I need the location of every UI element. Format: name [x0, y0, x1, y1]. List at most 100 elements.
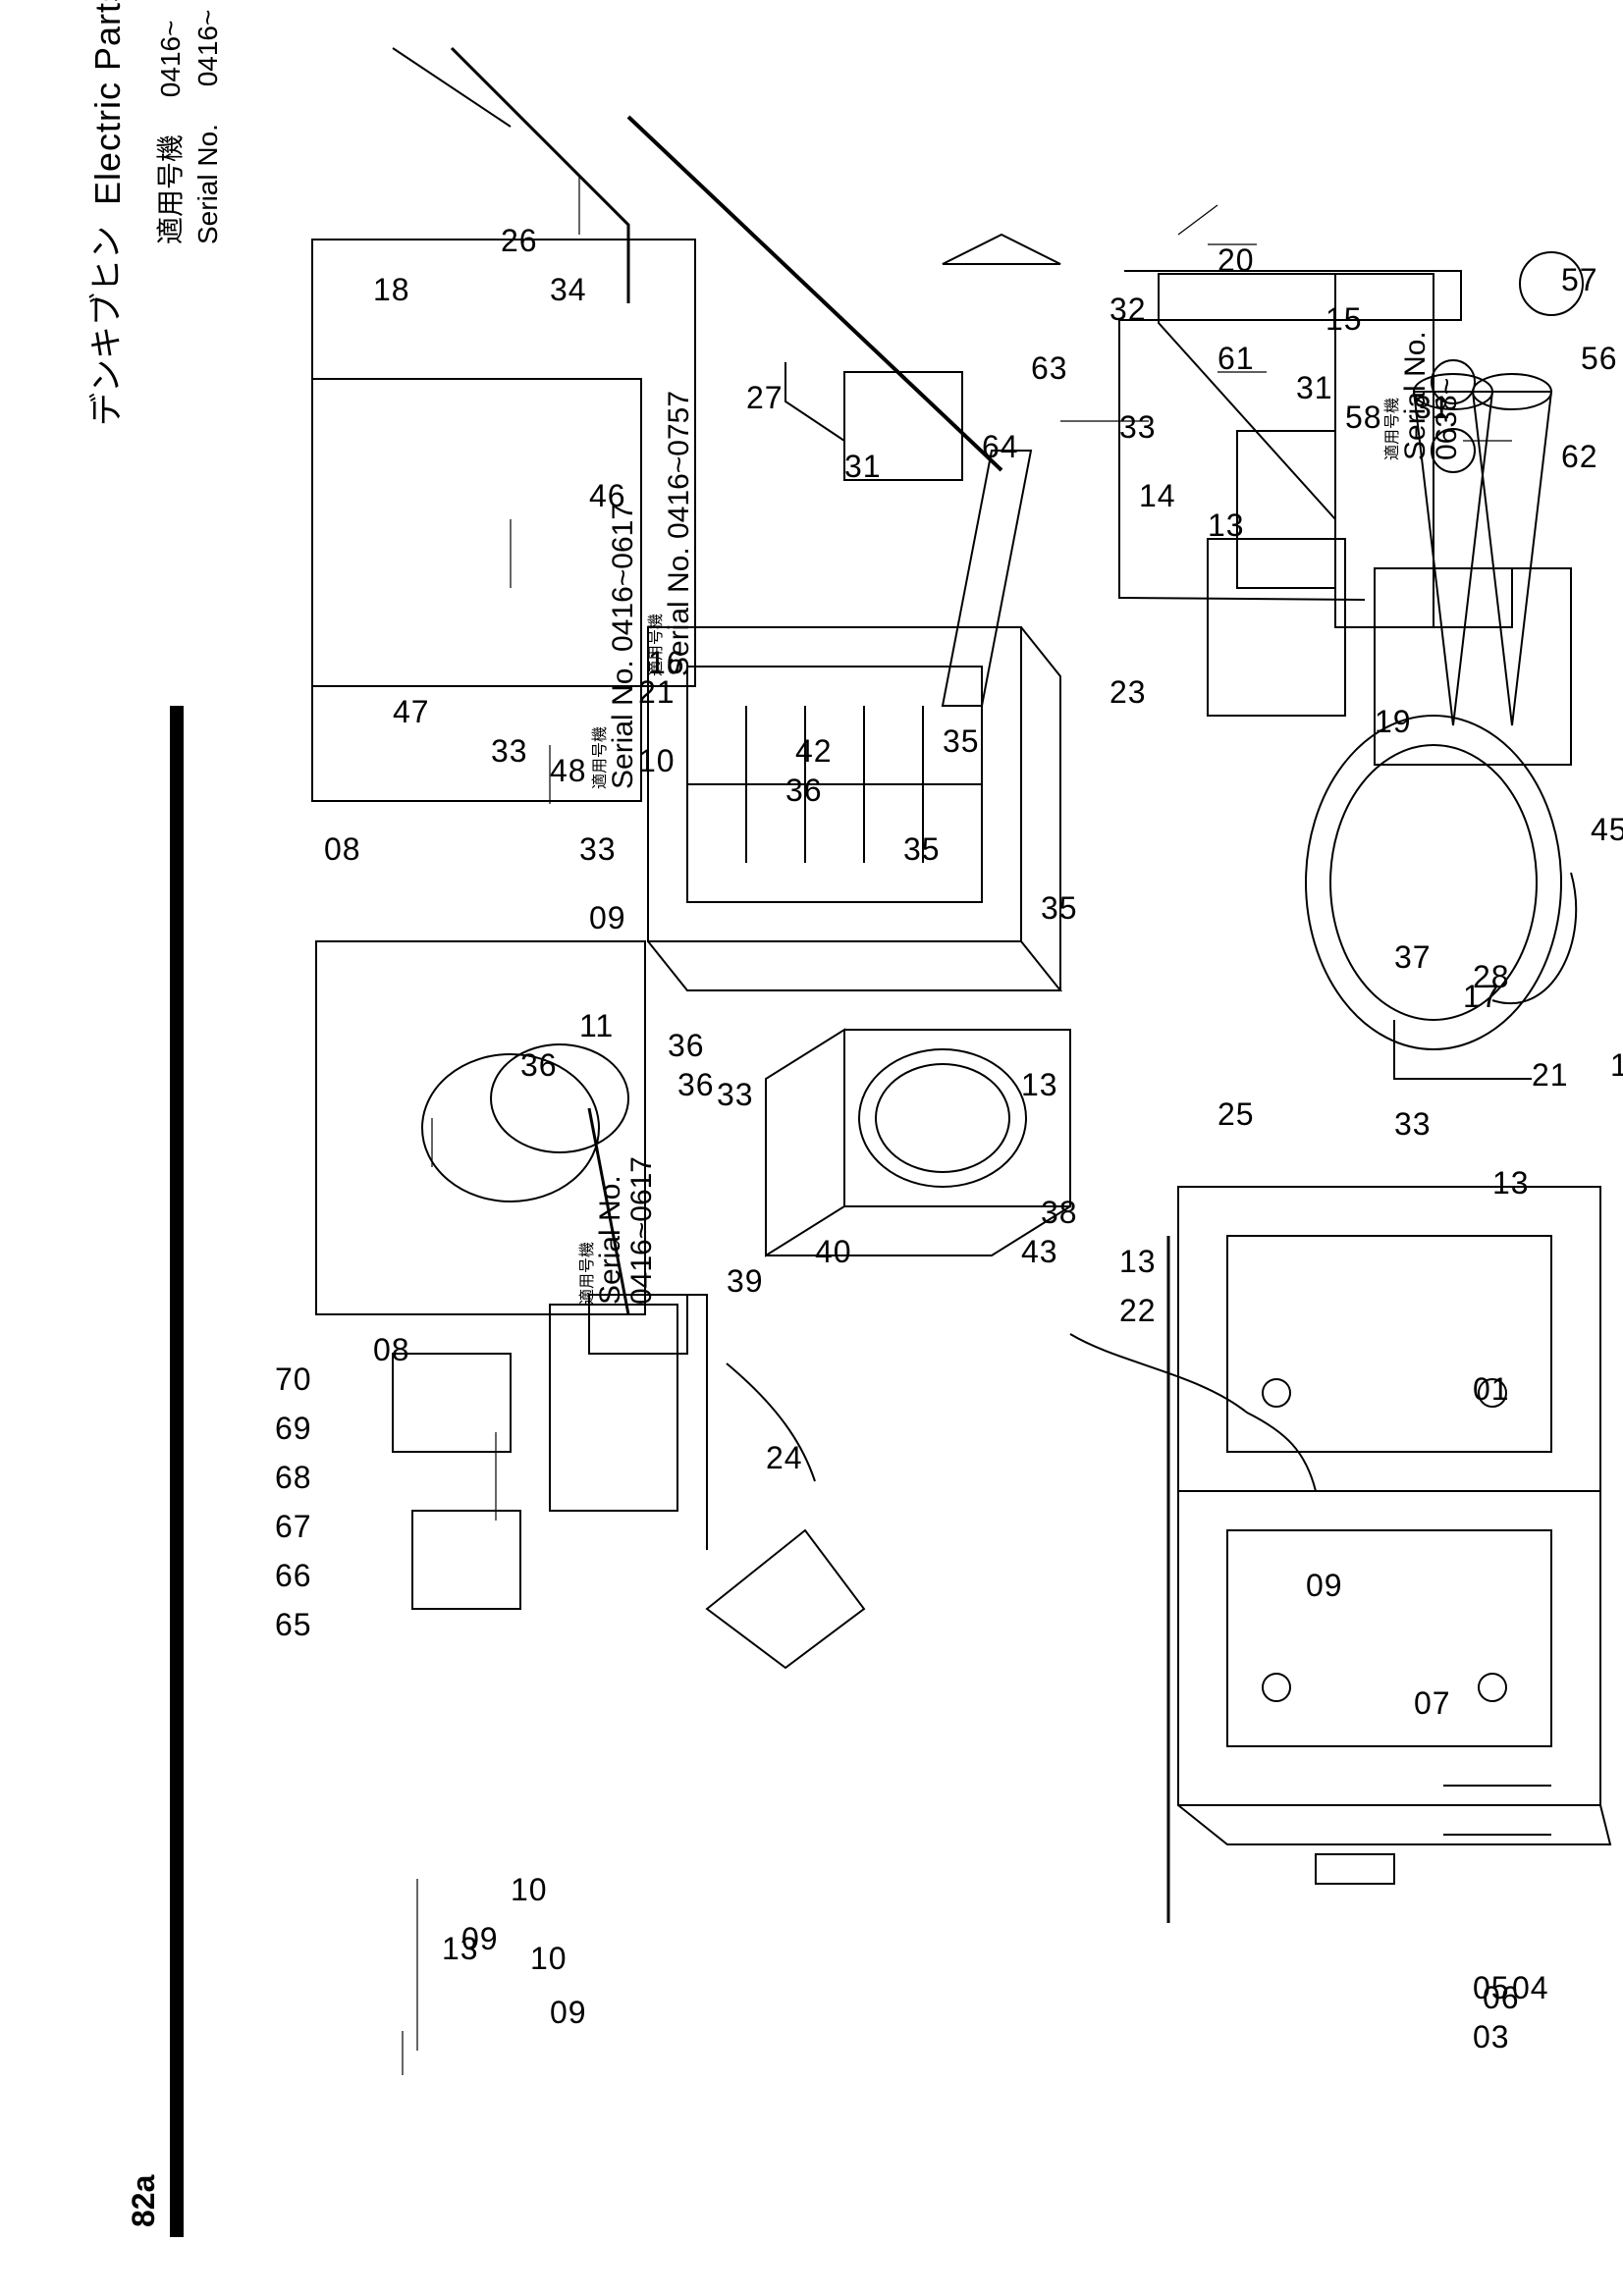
part-callout: 36 — [520, 1047, 558, 1083]
part-callout: 68 — [275, 1460, 312, 1495]
part-callout: 10 — [511, 1872, 548, 1907]
inset-label-0416-0617-upper: 適用号機 Serial No. 0416~0617 — [590, 503, 639, 789]
part-callout: 48 — [550, 753, 587, 788]
inset-frame-0416-0617-lower — [315, 940, 646, 1315]
part-callout: 46 — [589, 478, 626, 513]
part-callout: 09 — [1306, 1568, 1343, 1603]
part-callout: 08 — [373, 1332, 410, 1367]
part-callout: 08 — [324, 831, 361, 867]
part-callout: 67 — [275, 1509, 312, 1544]
part-callout: 09 — [550, 1995, 587, 2030]
page-number: 82a — [126, 2174, 161, 2227]
part-callout: 33 — [1394, 1106, 1432, 1142]
inset-jp: 適用号機 — [590, 725, 609, 789]
part-callout: 27 — [746, 380, 784, 415]
part-callout: 10 — [638, 743, 676, 778]
inset-label-0638: 適用号機 Serial No. 0638~ — [1382, 284, 1463, 460]
part-callout: 24 — [766, 1440, 803, 1475]
part-callout: 14 — [1139, 478, 1176, 513]
part-callout: 33 — [579, 831, 617, 867]
battery-boxes — [1177, 1186, 1612, 1845]
part-callout: 11 — [579, 1008, 615, 1043]
part-callout: 69 — [275, 1411, 312, 1446]
fuel-sender — [421, 1043, 688, 1355]
fuse-box-cover — [1207, 538, 1346, 717]
part-callout: 01 — [1473, 1371, 1510, 1407]
part-callout: 65 — [275, 1607, 312, 1642]
part-callout: 26 — [501, 223, 538, 258]
part-callout: 21 — [638, 674, 676, 710]
part-callout: 57 — [1561, 262, 1598, 297]
part-callout: 42 — [795, 733, 833, 769]
part-callout: 34 — [550, 272, 587, 307]
part-callout: 13 — [1119, 1244, 1157, 1279]
serial-value-jp: 0416~ — [155, 20, 186, 98]
antenna-pole — [450, 46, 630, 303]
part-callout: 32 — [1109, 292, 1147, 327]
inset-jp: 適用号機 — [646, 613, 665, 676]
part-callout: 70 — [275, 1362, 312, 1397]
part-callout: 33 — [717, 1077, 754, 1112]
part-callout: 35 — [903, 831, 941, 867]
part-callout: 62 — [1561, 439, 1598, 474]
inset-serial: Serial No. 0416~0617 — [607, 503, 639, 789]
gauge-panel — [1158, 251, 1584, 628]
title-en: Electric Parts — [87, 0, 128, 205]
speaker-box — [765, 1028, 1071, 1257]
coil — [705, 1528, 866, 1670]
inset-frame-0416-0617-upper — [311, 378, 642, 802]
clamp-bar — [1315, 1853, 1395, 1885]
part-callout: 07 — [1414, 1685, 1451, 1721]
part-callout: 40 — [815, 1234, 852, 1269]
part-callout: 31 — [1296, 370, 1333, 405]
part-callout: 09 — [589, 900, 626, 935]
part-callout: 19 — [1375, 704, 1412, 739]
part-callout: 13 — [442, 1931, 479, 1966]
part-callout: 37 — [1394, 939, 1432, 975]
upper-rod — [392, 47, 512, 128]
panel-box — [647, 626, 1063, 991]
inset-frame-0638 — [1118, 270, 1462, 601]
part-callout: 23 — [1109, 674, 1147, 710]
part-callout: 31 — [844, 449, 882, 484]
inset-jp: 適用号機 — [1382, 397, 1401, 460]
part-callout: 45 — [1591, 812, 1623, 847]
part-callout: 58 — [1345, 400, 1382, 435]
inset-label-0416-0757: 適用号機 Serial No. 0416~0757 — [646, 391, 695, 676]
inset-jp: 適用号機 — [577, 1241, 596, 1305]
part-callout: 47 — [393, 694, 430, 729]
part-callout: 13 — [1492, 1165, 1530, 1201]
inset-serial: Serial No. 0416~0617 — [594, 1156, 658, 1305]
cable-harness — [726, 1333, 1317, 1492]
part-callout: 13 — [1208, 507, 1245, 543]
part-callout: 35 — [1041, 890, 1078, 926]
part-callout: 36 — [785, 773, 823, 808]
part-callout: 43 — [1021, 1234, 1058, 1269]
part-callout: 39 — [727, 1263, 764, 1299]
part-callout: 36 — [668, 1028, 705, 1063]
part-callout: 28 — [1473, 959, 1510, 994]
part-callout: 21 — [1532, 1057, 1569, 1093]
part-callout: 64 — [982, 429, 1019, 464]
part-callout: 12 — [1610, 1047, 1623, 1083]
part-callout: 31 — [1414, 390, 1451, 425]
part-callout: 20 — [1217, 242, 1255, 278]
part-callout: 03 — [1473, 2019, 1510, 2055]
title-jp: デンキブヒン — [87, 226, 127, 426]
part-callout: 38 — [1041, 1195, 1078, 1230]
part-callout: 66 — [275, 1558, 312, 1593]
part-callout: 63 — [1031, 350, 1068, 386]
footer-rule — [170, 706, 184, 2237]
inset-serial: Serial No. 0638~ — [1399, 331, 1463, 460]
part-callout: 15 — [1325, 301, 1363, 337]
leader-lines — [402, 176, 1512, 2075]
part-callout: 36 — [677, 1067, 715, 1102]
part-callout: 10 — [530, 1941, 568, 1976]
part-callout: 22 — [1119, 1293, 1157, 1328]
serial-label-jp-text: 適用号機 — [155, 133, 186, 244]
part-callout: 18 — [373, 272, 410, 307]
serial-label-jp: 適用号機 0416~ — [155, 20, 186, 244]
